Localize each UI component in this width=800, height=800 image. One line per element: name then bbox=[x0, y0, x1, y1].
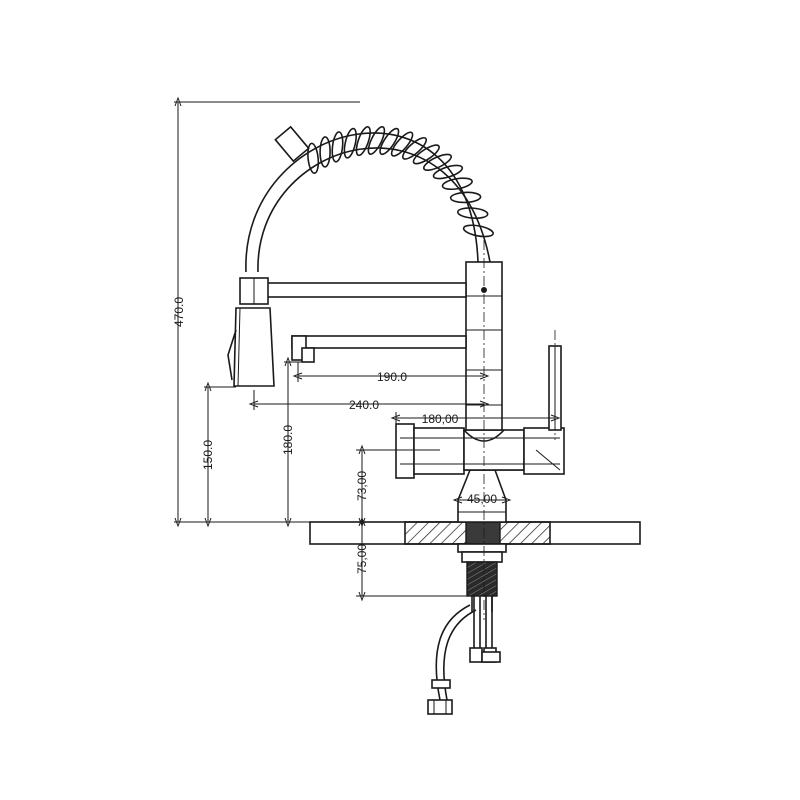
spring-coil-loop bbox=[355, 126, 371, 157]
spring-coil-loop bbox=[367, 126, 386, 155]
spring-coil-loop bbox=[401, 136, 428, 160]
spring-coil-loop bbox=[412, 144, 440, 165]
dim-base-height: 73,00 bbox=[355, 471, 369, 501]
dimension-labels: 470.0 150.0 180.0 190.0 240.0 180,00 45,… bbox=[172, 297, 497, 574]
spring-coil-loop bbox=[331, 131, 344, 163]
dim-spout-reach: 190.0 bbox=[377, 370, 407, 384]
handle-body bbox=[395, 423, 565, 479]
spring-coil-loop bbox=[343, 127, 357, 159]
spring-coil-loop bbox=[307, 142, 320, 175]
spring-coil-loop bbox=[379, 127, 400, 156]
spring-coil-loop bbox=[441, 177, 473, 191]
spray-holder-arm bbox=[239, 277, 467, 305]
dimension-lines bbox=[174, 96, 561, 602]
dim-total-height: 470.0 bbox=[172, 297, 186, 327]
spring-coil-loop bbox=[462, 224, 494, 238]
fixed-spout bbox=[291, 335, 467, 363]
center-lines bbox=[483, 240, 556, 620]
spring-coil-loop bbox=[422, 153, 453, 171]
supply-hoses bbox=[427, 596, 501, 715]
dim-spray-reach: 240.0 bbox=[349, 398, 379, 412]
spring-coil bbox=[307, 126, 494, 238]
spring-coil-loop bbox=[432, 164, 464, 180]
dim-spray-outlet-height: 150.0 bbox=[201, 440, 215, 470]
spray-head bbox=[227, 307, 275, 387]
spring-coil-loop bbox=[390, 131, 414, 157]
spring-coil-loop bbox=[449, 191, 482, 204]
dim-base-diameter: 45,00 bbox=[467, 492, 497, 506]
dim-handle-span: 180,00 bbox=[422, 412, 459, 426]
spring-coil-loop bbox=[319, 136, 331, 168]
mounting-shank bbox=[457, 543, 507, 612]
dim-spout-outlet-height: 180.0 bbox=[281, 425, 295, 455]
spring-coil-loop bbox=[456, 207, 489, 220]
dim-shank-length: 75,00 bbox=[355, 544, 369, 574]
